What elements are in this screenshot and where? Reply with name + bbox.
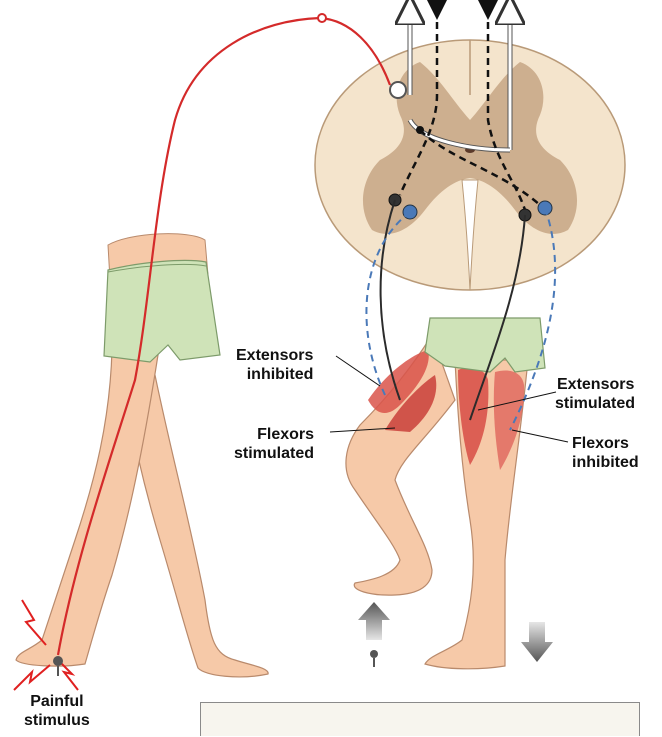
muscle-flexor-left-thigh — [385, 375, 437, 432]
descending-tract-right — [478, 0, 527, 211]
tack-icon-right — [370, 650, 378, 667]
tack-icon — [53, 656, 63, 676]
muscle-flexor-right-thigh — [493, 370, 525, 470]
caption-box — [200, 702, 640, 736]
right-figure — [345, 317, 546, 670]
arrow-up-icon — [358, 602, 390, 640]
arrow-down-icon — [521, 622, 553, 662]
sensory-cell-body — [317, 13, 327, 23]
leader-extensors-inhibited — [335, 355, 381, 387]
right-shorts — [424, 317, 546, 373]
pain-bolts-icon — [13, 599, 79, 691]
muscle-extensor-right-thigh — [458, 367, 489, 465]
left-front-leg — [15, 349, 159, 667]
label-flexors-stimulated: Flexors stimulated — [234, 426, 315, 462]
leader-flexors-inhibited — [511, 429, 569, 443]
ventral-fissure — [461, 179, 479, 291]
left-shorts — [103, 259, 221, 363]
motor-axon-left — [379, 199, 401, 401]
inhibit-axon-left — [365, 211, 411, 396]
label-painful-stimulus: Painful stimulus — [24, 693, 90, 729]
left-figure — [15, 233, 269, 678]
label-extensors-stimulated: Extensors stimulated — [555, 376, 636, 412]
spinal-cord-section — [314, 0, 626, 291]
muscle-extensor-left-thigh — [368, 350, 429, 414]
left-back-leg — [119, 349, 269, 678]
leader-flexors-stimulated — [329, 427, 396, 433]
motor-axon-right — [469, 214, 526, 421]
label-flexors-inhibited: Flexors inhibited — [572, 435, 639, 471]
descending-tract-left — [398, 0, 447, 196]
leader-extensors-stimulated — [477, 391, 557, 411]
inhibit-axon-right — [509, 207, 557, 431]
label-extensors-inhibited: Extensors inhibited — [236, 347, 314, 383]
interneuron-dorsal — [416, 126, 424, 134]
sensory-ganglion — [389, 81, 407, 99]
